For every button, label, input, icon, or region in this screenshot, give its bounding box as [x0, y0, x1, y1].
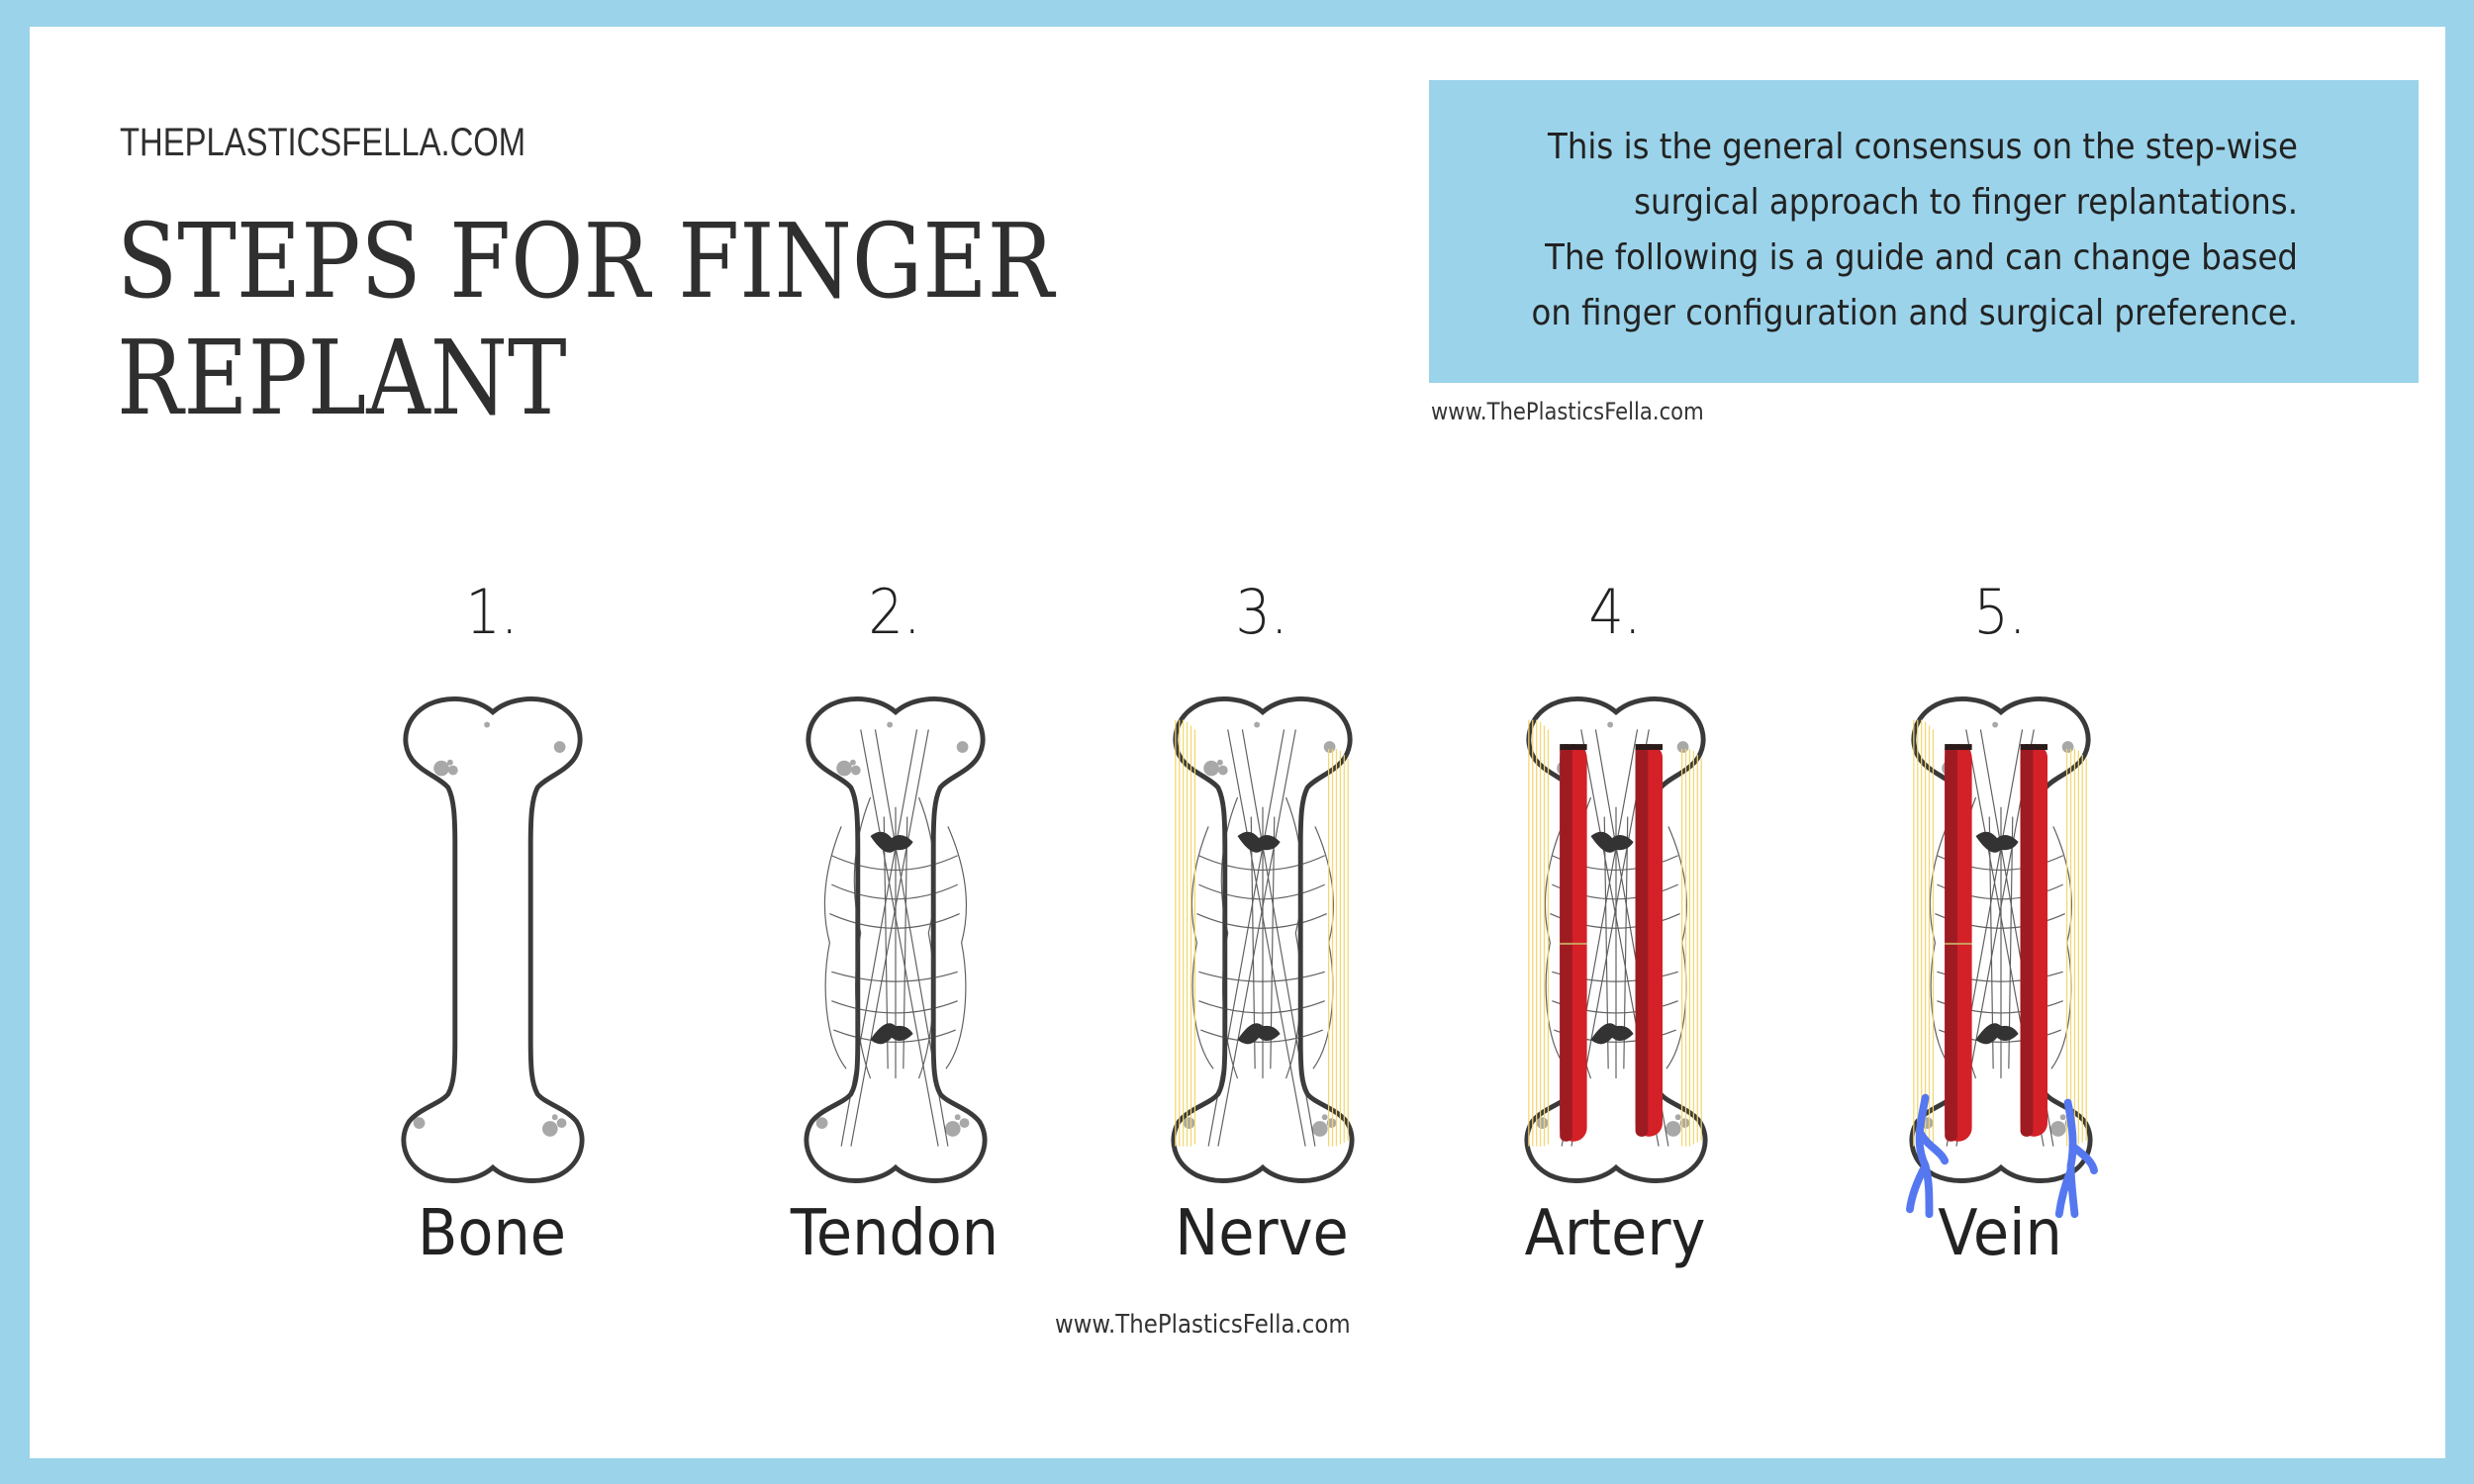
info-line: surgical approach to finger replantation…	[1634, 182, 2298, 223]
title-line-2: REPLANT	[117, 318, 567, 438]
step-number: 5.	[1973, 576, 2027, 648]
step-label: Nerve	[1175, 1197, 1349, 1270]
step-label: Bone	[418, 1197, 566, 1270]
nerve-illustration	[1168, 686, 1358, 1192]
step-label: Tendon	[790, 1197, 999, 1270]
info-text: This is the general consensus on the ste…	[1496, 120, 2298, 341]
title-line-1: STEPS FOR FINGER	[117, 201, 1054, 322]
step-label: Artery	[1524, 1197, 1706, 1270]
website-url-top: www.ThePlasticsFella.com	[1431, 398, 1704, 425]
tendon-illustration	[801, 686, 991, 1192]
page-title: STEPS FOR FINGER REPLANT	[117, 203, 1054, 436]
website-url-bottom: www.ThePlasticsFella.com	[1055, 1310, 1351, 1340]
step-number: 3.	[1235, 576, 1288, 648]
bone-illustration	[398, 686, 588, 1192]
vein-illustration	[1906, 686, 2096, 1192]
step-number: 2.	[868, 576, 921, 648]
info-line: on finger configuration and surgical pre…	[1531, 293, 2298, 333]
info-line: The following is a guide and can change …	[1545, 237, 2298, 278]
step-number: 1.	[465, 576, 519, 648]
step-number: 4.	[1588, 576, 1642, 648]
info-line: This is the general consensus on the ste…	[1548, 127, 2298, 167]
step-label: Vein	[1938, 1197, 2062, 1270]
artery-illustration	[1521, 686, 1711, 1192]
info-box: This is the general consensus on the ste…	[1429, 80, 2419, 383]
site-label: THEPLASTICSFELLA.COM	[120, 121, 526, 164]
